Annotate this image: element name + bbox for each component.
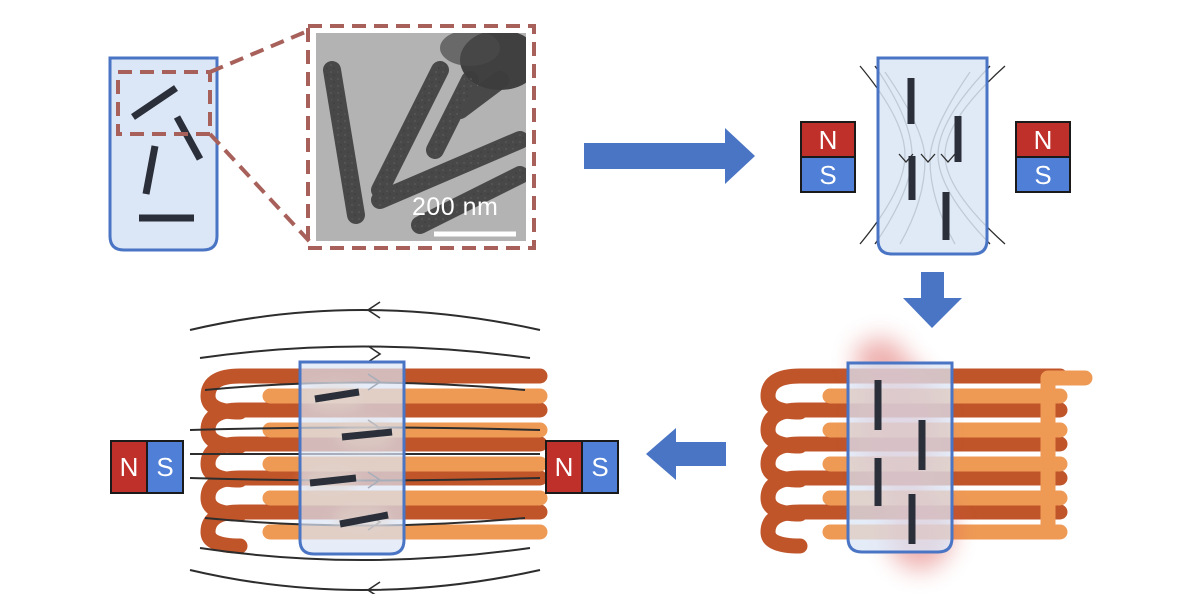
- magnet-top-right: N S: [1015, 121, 1071, 193]
- magnet-south-pole: S: [146, 442, 182, 492]
- aligned-rods-heating: [874, 380, 926, 544]
- arrow-right: [584, 128, 755, 184]
- zoom-indicator: [116, 28, 312, 244]
- magnet-south-pole: S: [802, 156, 854, 191]
- beaker-final: [298, 360, 406, 556]
- magnet-bottom-right: N S: [545, 440, 619, 494]
- aligned-rods-top: [907, 78, 962, 240]
- aligned-rods-final: [309, 388, 393, 528]
- beaker-heating: [846, 361, 954, 554]
- magnet-top-left: N S: [800, 121, 856, 193]
- tem-scale-label: 200 nm: [412, 193, 499, 221]
- magnet-north-pole: N: [547, 442, 581, 492]
- arrow-down: [903, 272, 962, 328]
- magnet-north-pole: N: [802, 123, 854, 156]
- magnet-bottom-left: N S: [110, 440, 184, 494]
- magnet-south-pole: S: [581, 442, 617, 492]
- magnet-south-pole: S: [1017, 156, 1069, 191]
- arrow-left: [646, 428, 726, 480]
- magnet-north-pole: N: [112, 442, 146, 492]
- beaker-random-rods: [108, 56, 219, 252]
- tem-micrograph: [306, 24, 536, 250]
- magnet-north-pole: N: [1017, 123, 1069, 156]
